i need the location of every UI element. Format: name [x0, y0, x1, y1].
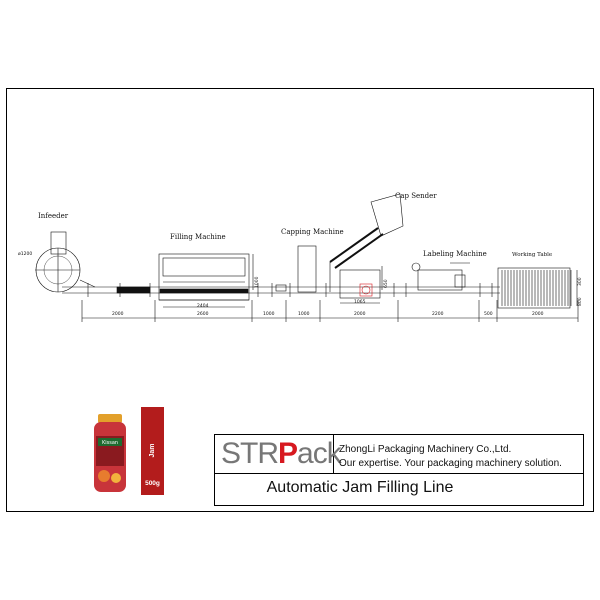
capping-machine-body [297, 245, 317, 293]
labeling-machine-body [417, 269, 463, 291]
title-block: STRPack ZhongLi Packaging Machinery Co.,… [214, 434, 584, 506]
working-table-label: Working Table [512, 252, 553, 258]
jam-tag-weight: 500g [145, 480, 160, 487]
cap-sender-label: Cap Sender [395, 192, 437, 200]
dim-1000-a: 1000 [263, 312, 275, 317]
company-slogan: Our expertise. Your packaging machinery … [339, 458, 562, 469]
filling-machine-label: Filling Machine [170, 233, 226, 241]
jam-tag [141, 407, 164, 495]
vdim-filler: 1000 [255, 276, 260, 288]
dim-infeeder-diameter: ø1200 [18, 252, 33, 257]
cap-sender-hopper [370, 193, 404, 237]
drawing-frame [6, 88, 594, 512]
company-name: ZhongLi Packaging Machinery Co.,Ltd. [339, 444, 512, 455]
jam-jar-image: Kissan [94, 414, 126, 492]
working-table [497, 267, 571, 309]
dim-2600: 2600 [197, 312, 209, 317]
jar-lid [98, 414, 122, 423]
dim-2000-b: 2000 [354, 312, 366, 317]
dim-1000-b: 1000 [298, 312, 310, 317]
infeeder-label: Infeeder [38, 212, 69, 220]
jam-tag-name: Jam [149, 443, 156, 458]
infeeder-hopper [50, 231, 67, 255]
drawing-title: Automatic Jam Filling Line [266, 479, 454, 496]
title-block-separator [333, 435, 334, 473]
vdim-table-2: 800 [578, 297, 583, 306]
dim-2000-a: 2000 [112, 312, 124, 317]
vdim-table-1: 300 [578, 277, 583, 286]
jar-brand: Kissan [102, 440, 118, 446]
dim-1065: 1065 [354, 300, 366, 305]
title-block-divider [215, 473, 583, 474]
dim-500: 500 [484, 312, 493, 317]
vdim-capper: 650 [384, 279, 389, 288]
labeling-machine-label: Labeling Machine [423, 250, 487, 258]
dim-2404: 2404 [197, 304, 209, 309]
strpack-logo: STRPack [221, 437, 342, 470]
dim-2000-c: 2000 [532, 312, 544, 317]
capping-machine-label: Capping Machine [281, 228, 344, 236]
dim-2200: 2200 [432, 312, 444, 317]
